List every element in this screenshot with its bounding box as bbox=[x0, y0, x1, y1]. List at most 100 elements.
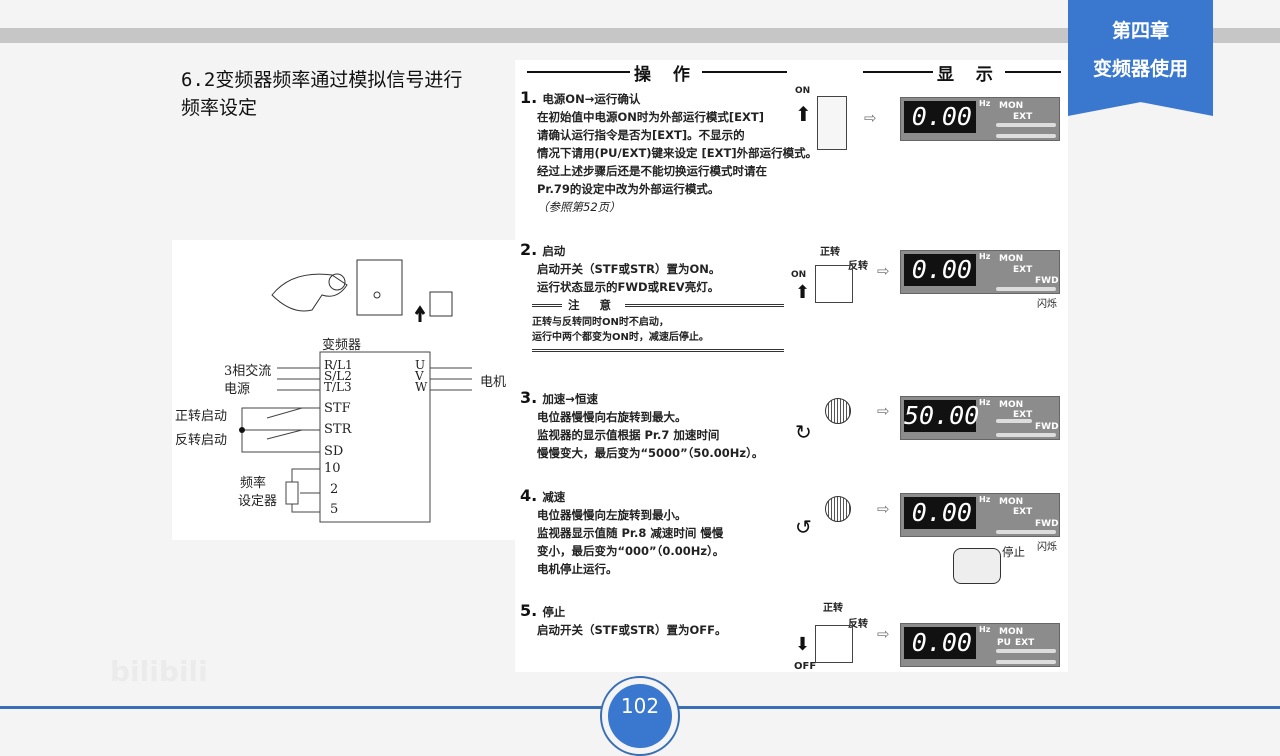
unit-label: Hz bbox=[979, 625, 991, 634]
inverter-label: 变频器 bbox=[322, 338, 362, 353]
reverse-label: 反转 bbox=[848, 619, 868, 630]
display-header: 显 示 bbox=[933, 60, 1005, 85]
step-number: 4. bbox=[520, 486, 538, 505]
setter-label: 频率 bbox=[240, 476, 267, 491]
terminal: SD bbox=[324, 444, 344, 459]
display-value: 0.00 bbox=[904, 627, 976, 659]
flash-label: 闪烁 bbox=[1037, 542, 1057, 553]
step-text: 变小，最后变为“000”（0.00Hz）。 bbox=[537, 544, 725, 558]
breaker-icon bbox=[817, 96, 847, 150]
motor-icon bbox=[953, 548, 1001, 584]
terminal: W bbox=[415, 380, 428, 394]
unit-label: Hz bbox=[979, 252, 991, 261]
terminal: S/L2 bbox=[324, 369, 352, 383]
step-title: 加速→恒速 bbox=[542, 392, 598, 406]
mon-indicator: MON bbox=[999, 497, 1024, 507]
step-2: 2. 启动 启动开关（STF或STR）置为ON。 运行状态显示的FWD或REV亮… bbox=[520, 240, 784, 352]
power-label: 3相交流 bbox=[224, 364, 272, 379]
step-title: 启动 bbox=[542, 244, 566, 258]
wiring-diagram: 变频器 3相交流 电源 电机 正转启动 反转启动 频率 设定器 R/L1 S/L… bbox=[172, 240, 515, 540]
right-arrow-icon: ⇨ bbox=[877, 625, 890, 643]
inverter-display: 0.00 Hz MON PU EXT bbox=[900, 623, 1060, 667]
step-title: 电源ON→运行确认 bbox=[542, 92, 641, 106]
rotate-clockwise-icon: ↻ bbox=[795, 420, 812, 444]
mon-indicator: MON bbox=[999, 400, 1024, 410]
step-text: 启动开关（STF或STR）置为ON。 bbox=[537, 262, 721, 276]
step-text: 运行状态显示的FWD或REV亮灯。 bbox=[537, 280, 720, 294]
unit-label: Hz bbox=[979, 398, 991, 407]
note-box: 注 意 正转与反转同时ON时不启动， 运行中两个都变为ON时，减速后停止。 bbox=[532, 296, 784, 352]
potentiometer-knob-icon bbox=[825, 398, 851, 424]
hand-potentiometer-illustration bbox=[271, 259, 453, 317]
watermark-logo: bilibili bbox=[110, 655, 208, 688]
down-arrow-icon: ⬇ bbox=[795, 634, 811, 655]
toggle-switch-icon bbox=[815, 625, 853, 663]
operation-header: 操 作 bbox=[630, 60, 702, 85]
step-text: 情况下请用(PU/EXT)键来设定 [EXT]外部运行模式。 bbox=[537, 146, 818, 160]
slide-title: 6.2变频器频率通过模拟信号进行频率设定 bbox=[181, 69, 463, 119]
display-value: 0.00 bbox=[904, 497, 976, 529]
step-number: 5. bbox=[520, 601, 538, 620]
note-text: 运行中两个都变为ON时，减速后停止。 bbox=[532, 332, 709, 343]
chapter-number: 第四章 bbox=[1111, 20, 1169, 42]
step-text: 电位器慢慢向左旋转到最小。 bbox=[537, 508, 687, 522]
ext-indicator: EXT bbox=[1013, 410, 1033, 420]
step-1: 1. 电源ON→运行确认 在初始值中电源ON时为外部运行模式[EXT] 请确认运… bbox=[520, 88, 817, 216]
right-arrow-icon: ⇨ bbox=[877, 402, 890, 420]
mon-indicator: MON bbox=[999, 254, 1024, 264]
page-reference: （参照第52页） bbox=[537, 200, 621, 214]
step-text: 启动开关（STF或STR）置为OFF。 bbox=[537, 623, 727, 637]
ext-indicator: EXT bbox=[1013, 507, 1033, 517]
note-title: 注 意 bbox=[562, 296, 626, 314]
header-bar bbox=[0, 28, 1280, 43]
toggle-switch-icon bbox=[815, 265, 853, 303]
flash-label: 闪烁 bbox=[1037, 299, 1057, 310]
step-text: 监视器的显示值根据 Pr.7 加速时间 bbox=[537, 428, 720, 442]
step-number: 3. bbox=[520, 388, 538, 407]
terminal: R/L1 bbox=[324, 358, 353, 372]
stop-label: 停止 bbox=[1002, 545, 1025, 559]
inverter-display: 0.00 Hz MON EXT FWD bbox=[900, 493, 1060, 537]
terminal: T/L3 bbox=[324, 380, 352, 394]
potentiometer-knob-icon bbox=[825, 496, 851, 522]
step-text: Pr.79的设定中改为外部运行模式。 bbox=[537, 182, 720, 196]
display-value: 0.00 bbox=[904, 101, 976, 133]
off-label: OFF bbox=[794, 661, 817, 672]
motor-label: 电机 bbox=[480, 375, 507, 390]
forward-start-label: 正转启动 bbox=[175, 409, 228, 424]
up-arrow-icon: ⬆ bbox=[795, 102, 812, 126]
setter-label-2: 设定器 bbox=[238, 494, 278, 509]
right-arrow-icon: ⇨ bbox=[864, 109, 877, 127]
inverter-display: 0.00 Hz MON EXT bbox=[900, 97, 1060, 141]
unit-label: Hz bbox=[979, 99, 991, 108]
power-label-2: 电源 bbox=[224, 382, 251, 397]
inverter-display: 0.00 Hz MON EXT FWD bbox=[900, 250, 1060, 294]
step-text: 请确认运行指令是否为[EXT]。不显示的 bbox=[537, 128, 745, 142]
step-5: 5. 停止 启动开关（STF或STR）置为OFF。 bbox=[520, 601, 726, 639]
pu-indicator: PU bbox=[997, 638, 1011, 648]
terminal: V bbox=[415, 369, 424, 383]
step-3: 3. 加速→恒速 电位器慢慢向右旋转到最大。 监视器的显示值根据 Pr.7 加速… bbox=[520, 388, 763, 462]
forward-label: 正转 bbox=[823, 603, 843, 614]
rotate-counterclockwise-icon: ↺ bbox=[795, 515, 812, 539]
forward-label: 正转 bbox=[820, 247, 840, 258]
reverse-start-label: 反转启动 bbox=[175, 433, 228, 448]
procedure-panel: 操 作 显 示 1. 电源ON→运行确认 在初始值中电源ON时为外部运行模式[E… bbox=[515, 60, 1068, 672]
step-4: 4. 减速 电位器慢慢向左旋转到最小。 监视器显示值随 Pr.8 减速时间 慢慢… bbox=[520, 486, 724, 578]
ext-indicator: EXT bbox=[1013, 112, 1033, 122]
note-text: 正转与反转同时ON时不启动， bbox=[532, 317, 669, 328]
inverter-display: 50.00 Hz MON EXT FWD bbox=[900, 396, 1060, 440]
step-title: 减速 bbox=[542, 490, 566, 504]
step-text: 电位器慢慢向右旋转到最大。 bbox=[537, 410, 687, 424]
on-label: ON bbox=[795, 86, 811, 96]
step-text: 经过上述步骤后还是不能切换运行模式时请在 bbox=[537, 164, 767, 178]
right-arrow-icon: ⇨ bbox=[877, 500, 890, 518]
chapter-ribbon: 第四章 变频器使用 bbox=[1068, 0, 1213, 116]
unit-label: Hz bbox=[979, 495, 991, 504]
fwd-indicator: FWD bbox=[1035, 276, 1059, 286]
terminal: STR bbox=[324, 422, 352, 437]
chapter-title: 变频器使用 bbox=[1092, 58, 1188, 80]
wiring-diagram-graphic bbox=[239, 259, 472, 523]
terminal: STF bbox=[324, 401, 351, 416]
step-title: 停止 bbox=[542, 605, 566, 619]
